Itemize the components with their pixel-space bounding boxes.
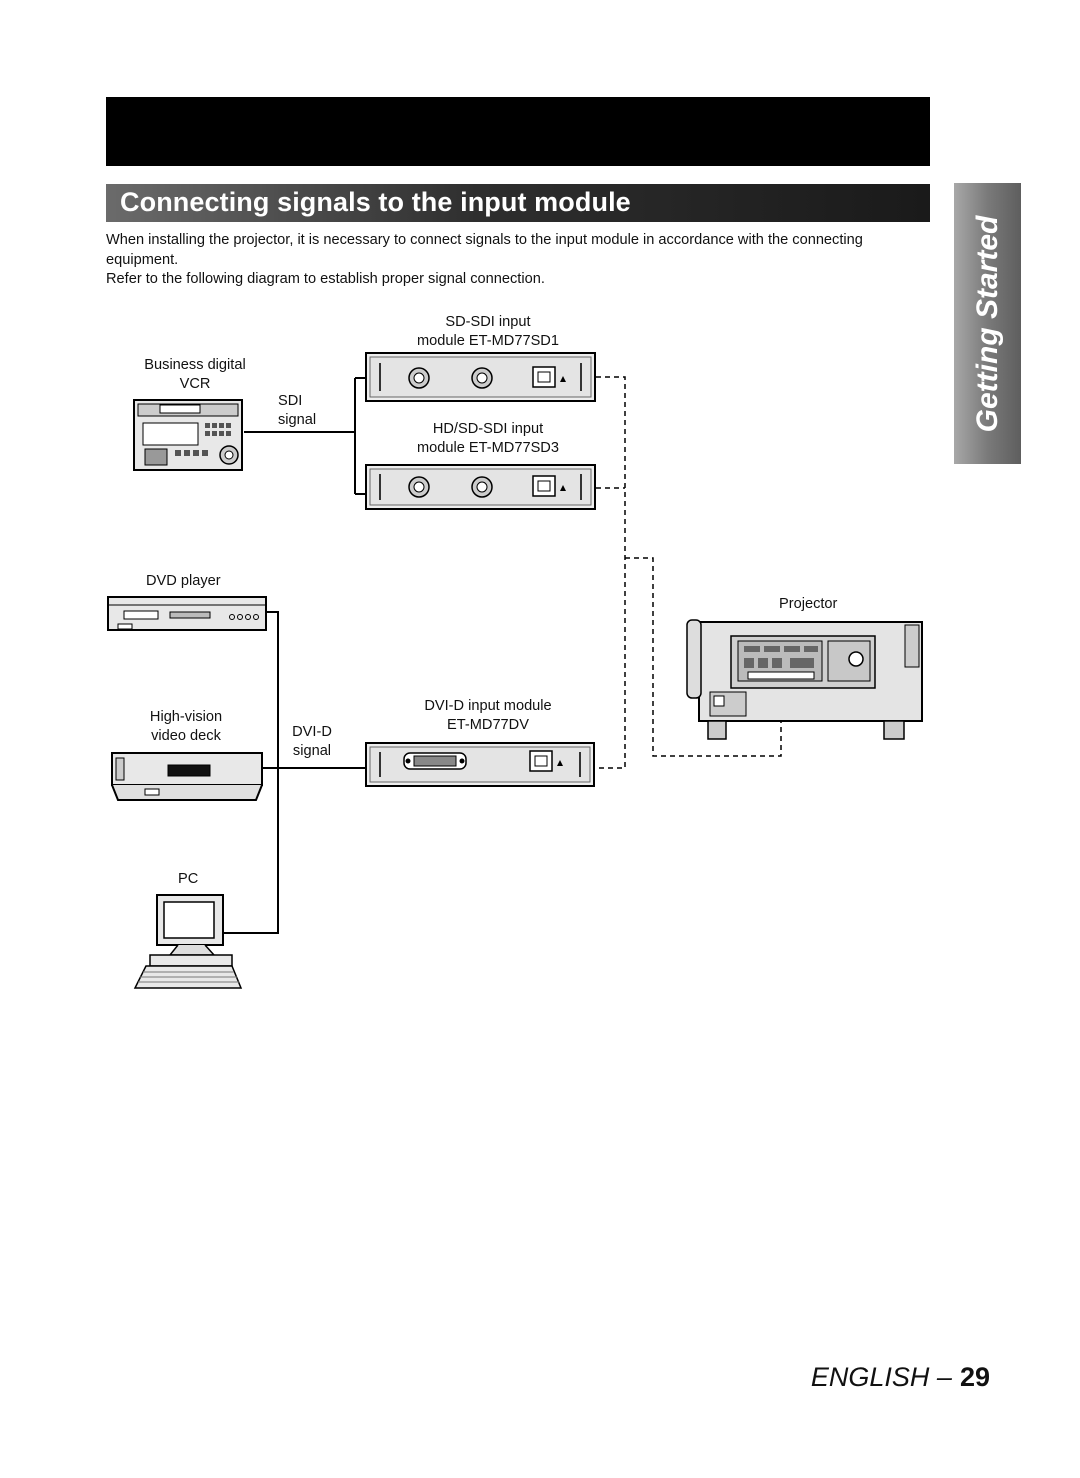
hd-sd-sdi-label-line-2: module ET-MD77SD3 [417, 440, 559, 456]
sd-sdi-label-line-1: SD-SDI input [445, 314, 531, 330]
page-footer: ENGLISH –29 [811, 1362, 990, 1393]
vcr-label-line-1: Business digital [144, 357, 246, 373]
vcr-label-line-2: VCR [179, 376, 211, 392]
dvi-d-module-label: DVI-D input module ET-MD77DV [398, 697, 578, 735]
high-vision-label-line-2: video deck [151, 728, 221, 744]
high-vision-label: High-vision video deck [128, 708, 244, 746]
dvi-d-signal-label: DVI-D signal [284, 723, 340, 761]
dvi-d-module-label-line-2: ET-MD77DV [447, 717, 529, 733]
dvi-d-module-label-line-1: DVI-D input module [424, 698, 552, 714]
header-black-bar [106, 97, 930, 166]
dvd-player-device [107, 596, 267, 631]
section-title: Connecting signals to the input module [120, 187, 631, 217]
sdi-signal-line-2: signal [278, 412, 317, 428]
hd-sd-sdi-module [365, 464, 596, 510]
side-tab: Getting Started [954, 183, 1021, 464]
pc-device [133, 894, 243, 989]
projector-label: Projector [779, 596, 838, 612]
hd-sd-sdi-module-label: HD/SD-SDI input module ET-MD77SD3 [388, 420, 588, 458]
intro-paragraph-1: When installing the projector, it is nec… [106, 232, 863, 268]
intro-paragraph-2: Refer to the following diagram to establ… [106, 271, 545, 287]
vcr-label: Business digital VCR [131, 356, 259, 394]
high-vision-deck-device [111, 752, 263, 801]
projector-device [686, 619, 923, 740]
sdi-signal-line-1: SDI [278, 393, 303, 409]
dvi-d-signal-line-2: signal [292, 743, 332, 759]
section-title-bar: Connecting signals to the input module [106, 184, 930, 222]
intro-text: When installing the projector, it is nec… [106, 231, 926, 290]
page-number: 29 [959, 1362, 990, 1392]
vcr-device [133, 399, 243, 471]
high-vision-label-line-1: High-vision [149, 709, 223, 725]
footer-language: ENGLISH – [810, 1362, 952, 1392]
dvi-d-module [365, 742, 595, 787]
sd-sdi-module-label: SD-SDI input module ET-MD77SD1 [388, 313, 588, 351]
hd-sd-sdi-label-line-1: HD/SD-SDI input [432, 421, 544, 437]
pc-label: PC [178, 871, 199, 887]
sdi-signal-label: SDI signal [278, 392, 316, 430]
dvd-player-label: DVD player [146, 573, 221, 589]
sd-sdi-module [365, 352, 596, 402]
sd-sdi-label-line-2: module ET-MD77SD1 [417, 333, 559, 349]
dvi-d-signal-line-1: DVI-D [292, 724, 332, 740]
